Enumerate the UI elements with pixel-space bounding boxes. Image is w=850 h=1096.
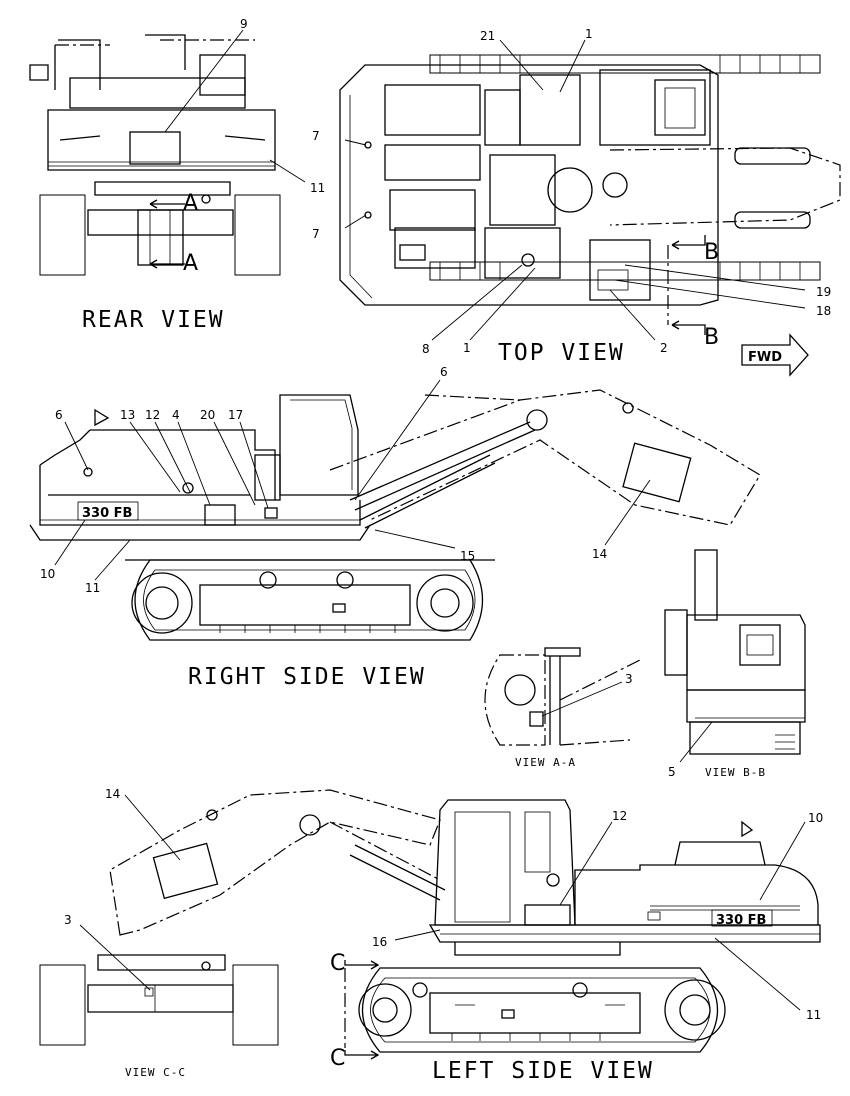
fwd-arrow: FWD (741, 333, 809, 377)
view-aa: 3 VIEW A-A (484, 647, 641, 769)
callout-rear-9: 9 (240, 17, 248, 31)
callout-top-7b: 7 (312, 227, 320, 241)
rear-track-left (39, 194, 86, 276)
callout-right-6b: 6 (440, 365, 448, 379)
callout-right-15: 15 (460, 549, 475, 563)
callout-right-17: 17 (228, 408, 243, 422)
top-view-track-lower (429, 261, 821, 281)
callout-left-11: 11 (806, 1008, 821, 1022)
callout-left-16: 16 (372, 935, 387, 949)
callout-right-4: 4 (172, 408, 180, 422)
callout-top-18: 18 (816, 304, 831, 318)
callout-top-1a: 1 (585, 27, 593, 41)
callout-top-19: 19 (816, 285, 831, 299)
right-model-badge-text: 330 FB (82, 506, 132, 521)
view-bb: 5 VIEW B-B (664, 549, 806, 779)
section-mark-b-bottom: B (704, 325, 719, 350)
callout-right-20: 20 (200, 408, 215, 422)
callout-right-10: 10 (40, 567, 55, 581)
section-mark-a-bottom: A (183, 251, 198, 276)
callout-bb-5: 5 (668, 765, 676, 779)
view-aa-title: VIEW A-A (515, 756, 576, 769)
view-bb-title: VIEW B-B (705, 766, 766, 779)
rear-view-title: REAR VIEW (82, 307, 225, 333)
rear-view: A A 9 11 REAR VIEW (29, 17, 325, 333)
top-view-track-upper (429, 54, 821, 74)
right-model-badge: 330 FB (77, 501, 139, 521)
top-view: B B 21 1 7 7 8 1 2 19 18 TOP VIEW FWD (312, 27, 841, 377)
fwd-label: FWD (748, 350, 782, 365)
left-side-view-title: LEFT SIDE VIEW (432, 1058, 654, 1084)
callout-right-6a: 6 (55, 408, 63, 422)
callout-top-2: 2 (660, 341, 668, 355)
top-view-title: TOP VIEW (498, 340, 625, 366)
callout-right-14: 14 (592, 547, 607, 561)
section-mark-b-top: B (704, 240, 719, 265)
left-model-badge: 330 FB (711, 909, 773, 928)
callout-top-1b: 1 (463, 341, 471, 355)
callout-left-14: 14 (105, 787, 120, 801)
callout-cc-3: 3 (64, 913, 72, 927)
section-mark-a-top: A (183, 191, 198, 216)
callout-right-12: 12 (145, 408, 160, 422)
right-side-view-title: RIGHT SIDE VIEW (188, 664, 426, 690)
view-cc: 3 VIEW C-C (39, 913, 279, 1079)
callout-rear-11: 11 (310, 181, 325, 195)
callout-top-7a: 7 (312, 129, 320, 143)
callout-aa-3: 3 (625, 672, 633, 686)
callout-right-11: 11 (85, 581, 100, 595)
section-mark-c-bottom: C (330, 1046, 345, 1071)
callout-top-8: 8 (422, 342, 430, 356)
callout-left-10: 10 (808, 811, 823, 825)
left-model-badge-text: 330 FB (716, 913, 766, 928)
callout-right-13: 13 (120, 408, 135, 422)
callout-top-21: 21 (480, 29, 495, 43)
left-side-view: 330 FB C C 14 12 10 16 11 LE (105, 787, 823, 1084)
right-side-view: 330 FB 6 13 12 4 20 17 6 10 11 (29, 365, 761, 690)
callout-left-12: 12 (612, 809, 627, 823)
view-cc-title: VIEW C-C (125, 1066, 186, 1079)
section-mark-c-top: C (330, 951, 345, 976)
rear-track-right (234, 194, 281, 276)
